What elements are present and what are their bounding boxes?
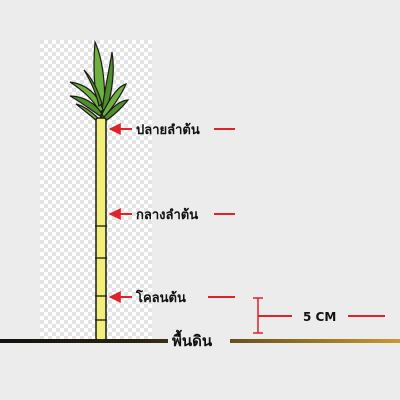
label-top-group: ปลายลำต้น <box>108 122 235 138</box>
ground-label: พื้นดิน <box>172 329 213 350</box>
ground-label-group: พื้นดิน <box>168 329 230 350</box>
label-base: โคลนต้น <box>135 289 186 306</box>
leaves <box>69 41 130 126</box>
label-top: ปลายลำต้น <box>136 122 200 138</box>
sugarcane-plant-icon <box>69 41 130 341</box>
stalk-nodes <box>95 225 107 321</box>
label-base-group: โคลนต้น <box>108 289 235 306</box>
ground-label-backdrop <box>168 329 230 349</box>
label-middle-group: กลางลำต้น <box>108 207 235 223</box>
measurement-label: 5 CM <box>303 310 336 324</box>
label-middle: กลางลำต้น <box>136 207 198 223</box>
measurement-group: 5 CM <box>253 297 385 334</box>
stalk <box>95 117 107 341</box>
